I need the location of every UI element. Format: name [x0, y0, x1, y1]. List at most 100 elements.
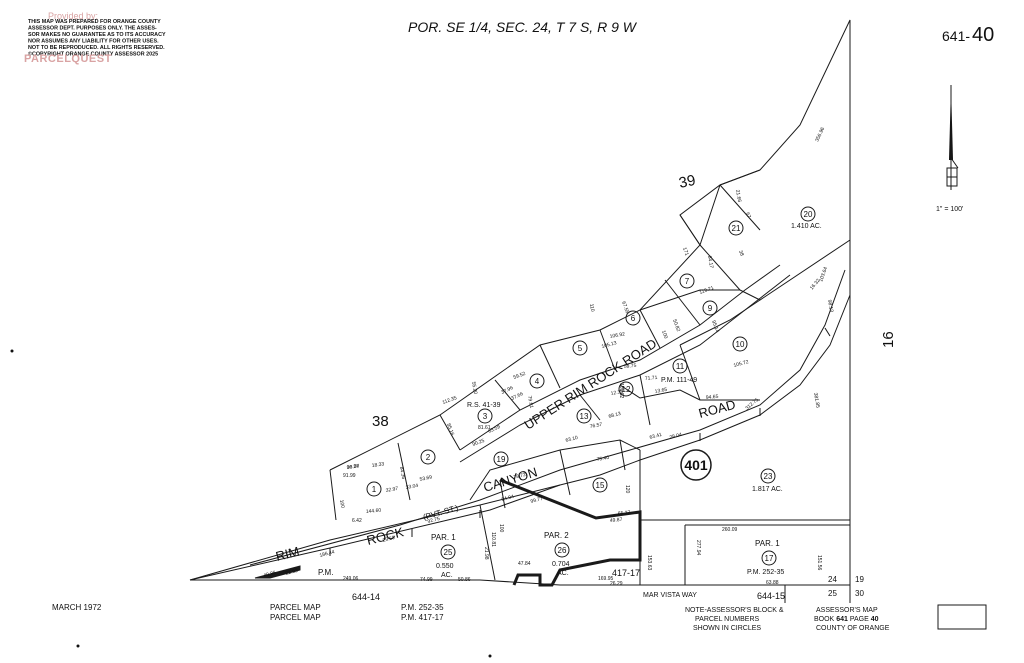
block-401-marker: 401	[680, 449, 712, 481]
dimension-label: 144.60	[366, 508, 382, 515]
dimension-label: 38	[737, 250, 745, 257]
record-of-survey-ref: R.S. 41-39	[467, 402, 501, 409]
dimension-label: 90.25	[472, 438, 486, 448]
pm-ref-2: P.M. 417-17	[401, 613, 444, 622]
dimension-label: 63.41	[649, 432, 663, 441]
provided-by-label: Provided by:	[48, 11, 98, 21]
dimension-label: 84.17	[706, 255, 714, 269]
corner-30: 30	[855, 589, 864, 598]
book-line-3: COUNTY OF ORANGE	[816, 625, 890, 632]
dimension-label: 37.66	[510, 391, 524, 402]
parcel-notes: 1.410 AC. 1.817 AC. 0.550 AC. 0.704 AC. …	[318, 223, 822, 602]
section-title: POR. SE 1/4, SEC. 24, T 7 S, R 9 W	[408, 19, 638, 35]
dimension-label: 32.97	[385, 486, 399, 494]
dimension-label: 81.61	[478, 425, 491, 431]
dimension-label: 67.55	[620, 301, 630, 315]
dimension-label: 100	[498, 524, 504, 533]
parcel-number: 19	[497, 455, 506, 464]
dimension-label: 18.33	[371, 461, 384, 469]
map-ref-417-17: 417-17	[612, 568, 640, 578]
dimension-label: 106.92	[609, 331, 625, 340]
dimension-label: 151.56	[816, 555, 822, 571]
dimension-label: 95.14	[710, 320, 720, 334]
dimension-label: 105.72	[733, 359, 750, 369]
dimension-label: 76.57	[589, 422, 603, 430]
pm-ref-1: P.M. 252-35	[401, 603, 444, 612]
legend-box	[937, 604, 987, 630]
dimension-label: 119.21	[699, 285, 715, 296]
parcel-number: 3	[483, 412, 488, 421]
dimension-label: 277.94	[695, 540, 701, 556]
dimension-label: 28.04	[669, 432, 683, 441]
north-arrow-icon	[946, 85, 959, 190]
dimension-label: 33.04	[405, 483, 419, 491]
parcel-marker: 13	[576, 408, 592, 424]
dimension-label: 59.52	[513, 371, 527, 381]
dimension-label: 381.85	[812, 392, 821, 408]
dimension-label: 112.35	[442, 395, 458, 406]
dimension-label: 55.20	[470, 381, 478, 395]
parcel-marker: 3	[477, 408, 493, 424]
dimension-label: 84.36	[398, 466, 406, 480]
parcel-marker: 20	[800, 206, 816, 222]
parcel-circles: 1 2 3 4 5 6 7 9 10 11 12 13 15 17 19 20 …	[366, 206, 816, 566]
dimension-label: 105.13	[601, 340, 618, 350]
dimension-label: 26.29	[610, 581, 623, 587]
parcel-number: 6	[631, 314, 636, 323]
parcel-25-area-1: 0.550	[436, 563, 454, 570]
street-rock: ROCK	[365, 524, 405, 548]
parcel-linework	[189, 19, 851, 603]
dimension-label: 103.64	[818, 266, 829, 283]
parcel-26-area-1: 0.704	[552, 561, 570, 568]
disclaimer-line-4: NOR ASSUMES ANY LIABILITY FOR OTHER USES…	[28, 39, 159, 45]
dimension-label: 105.82	[618, 383, 624, 399]
dimension-label: 12.39	[610, 389, 624, 397]
corner-25: 25	[828, 589, 837, 598]
section-corner: 24 19 25 30	[828, 575, 864, 598]
book-page-number: 40	[972, 24, 994, 46]
parcel-number: 1	[372, 485, 377, 494]
parcel-20-area: 1.410 AC.	[791, 223, 822, 230]
block-number-39: 39	[677, 172, 697, 192]
dimension-label: 312.75	[744, 397, 760, 412]
disclaimer-line-1: THIS MAP WAS PREPARED FOR ORANGE COUNTY	[28, 19, 161, 25]
par-2-label: PAR. 2	[544, 531, 569, 540]
parcel-11-pm-ref: P.M. 111-49	[661, 377, 697, 384]
parcel-marker: 9	[702, 300, 718, 316]
dimension-label: 171	[681, 247, 690, 257]
parcel-number: 25	[444, 548, 453, 557]
parcel-23-area: 1.817 AC.	[752, 486, 783, 493]
dimension-label: 63.88	[766, 580, 779, 586]
dimension-label: 100	[338, 499, 345, 508]
parcel-number: 26	[558, 546, 567, 555]
parcel-marker: 19	[493, 451, 509, 467]
dimension-label: 21.66	[734, 189, 742, 203]
parcel-number: 5	[578, 344, 583, 353]
dimension-label: 91.99	[343, 473, 356, 479]
parcel-map-label-2: PARCEL MAP	[270, 613, 321, 622]
adjacent-map-644-15: 644-15	[757, 591, 785, 601]
dimension-label: 153.63	[646, 555, 652, 571]
dimension-label: 84.94	[501, 494, 515, 503]
parcel-number: 21	[732, 224, 741, 233]
parcel-number: 2	[426, 453, 431, 462]
parcel-marker: 1	[366, 481, 382, 497]
dimension-label: 63.59	[487, 424, 501, 435]
dimension-label: 96.57	[346, 463, 359, 471]
parcel-marker: 21	[728, 220, 744, 236]
dimension-label: 356.96	[814, 126, 826, 143]
dimension-label: 68.13	[608, 411, 622, 420]
disclaimer-block: Provided by: THIS MAP WAS PREPARED FOR O…	[24, 11, 166, 65]
footer: MARCH 1972 PARCEL MAP PARCEL MAP P.M. 25…	[52, 603, 987, 632]
parcel-marker: 12	[618, 381, 634, 397]
street-labels: UPPER RIM ROCK ROAD ROAD CANYON ROCK RIM…	[274, 336, 737, 599]
parcel-number: 9	[708, 304, 713, 313]
street-rim: RIM	[274, 544, 301, 564]
dimension-label: 120	[624, 485, 630, 494]
disclaimer-line-6: ©COPYRIGHT ORANGE COUNTY ASSESSOR 2025	[28, 51, 158, 58]
parcel-number: 11	[676, 362, 685, 371]
parcel-26-area-2: AC.	[557, 570, 569, 577]
parcel-number: 17	[765, 554, 774, 563]
parcel-number: 13	[580, 412, 589, 421]
